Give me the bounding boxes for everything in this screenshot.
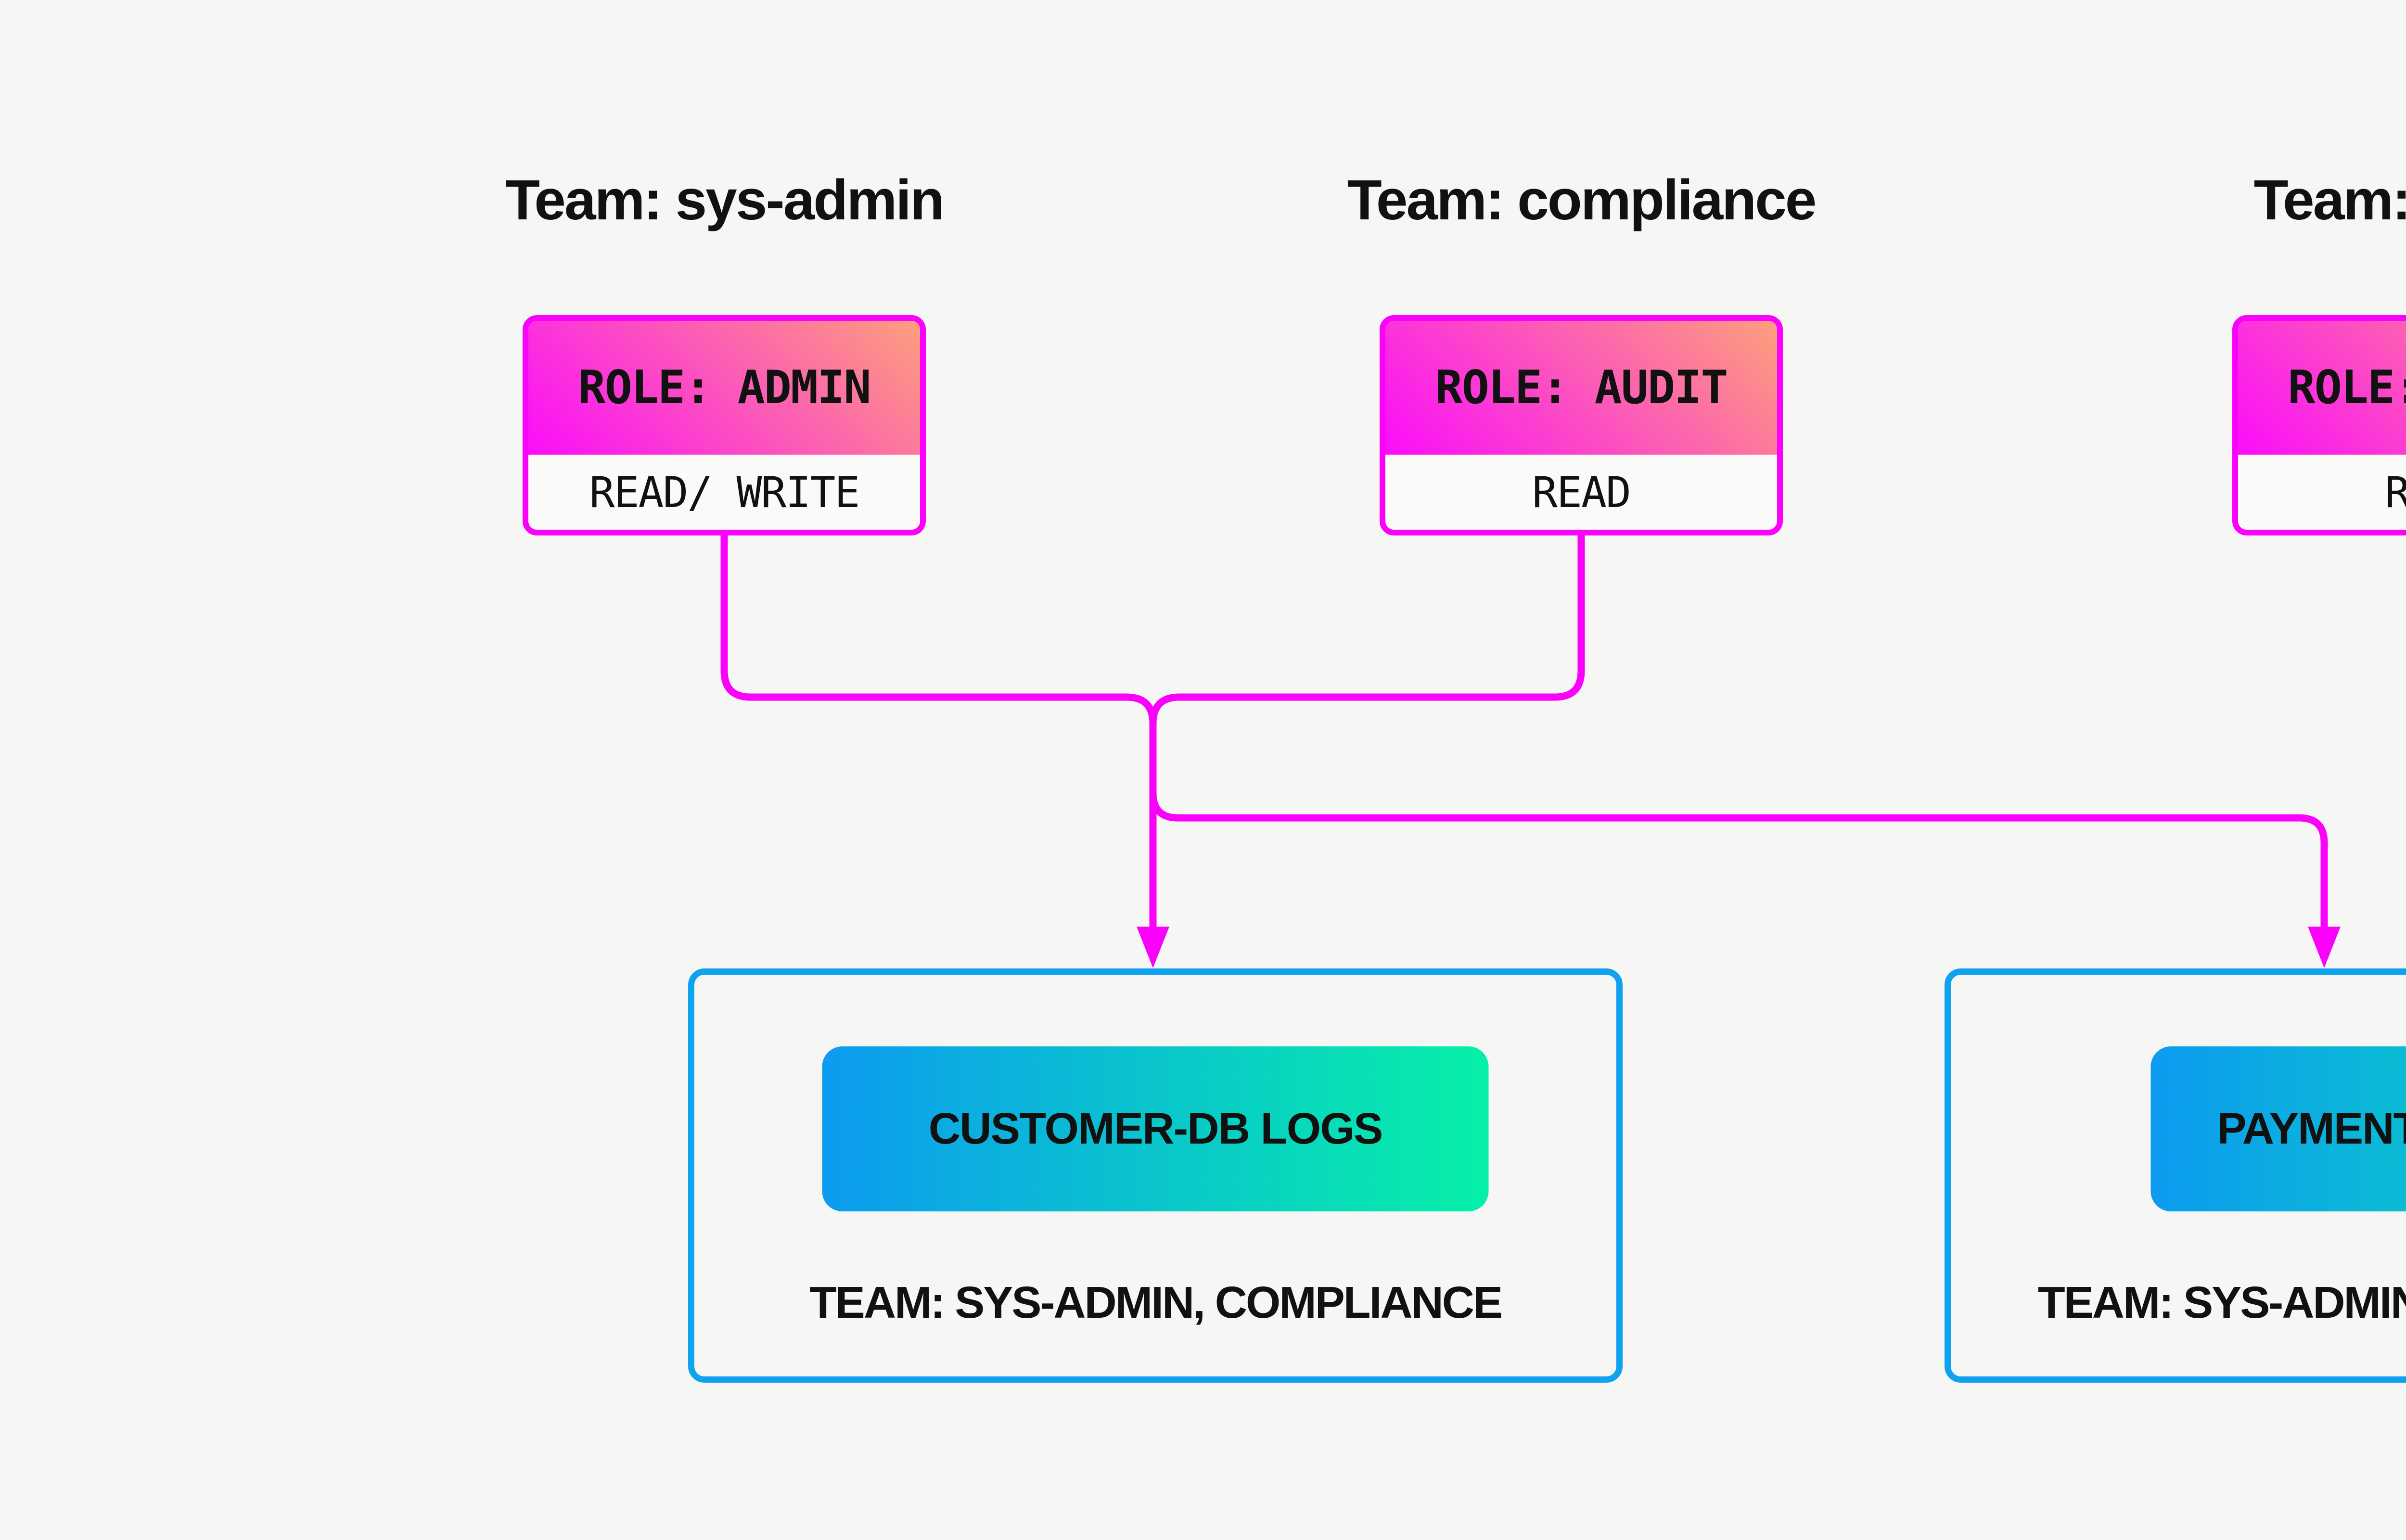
team-label-devops: Team: devops bbox=[2253, 168, 2406, 232]
resource-teams-list: TEAM: SYS-ADMIN, COMPLIANCE, DEVOPS bbox=[2037, 1277, 2406, 1327]
resource-title: PAYMENT-SERVICE LOGS bbox=[2217, 1104, 2406, 1153]
role-card-audit-footer: READ bbox=[1385, 455, 1777, 530]
resource-pill-customer-db-logs: CUSTOMER-DB LOGS bbox=[822, 1046, 1489, 1211]
role-access-level: READ bbox=[1532, 467, 1631, 517]
role-title: ROLE: ADMIN bbox=[578, 361, 871, 414]
role-card-ci-cd-footer: READ bbox=[2238, 455, 2406, 530]
connector-audit-to-merge bbox=[1149, 535, 1585, 724]
team-label-sys-admin: Team: sys-admin bbox=[505, 168, 945, 232]
role-card-ci-cd: ROLE: CI-CD READ bbox=[2232, 315, 2406, 535]
role-card-audit: ROLE: AUDIT READ bbox=[1380, 315, 1783, 535]
arrowhead-customer-db bbox=[1137, 927, 1169, 968]
role-title: ROLE: AUDIT bbox=[1435, 361, 1728, 414]
connector-admin-to-merge bbox=[720, 535, 1157, 934]
role-card-ci-cd-header: ROLE: CI-CD bbox=[2238, 321, 2406, 455]
resource-pill-payment-service-logs: PAYMENT-SERVICE LOGS bbox=[2150, 1046, 2406, 1211]
role-card-admin-footer: READ/ WRITE bbox=[528, 455, 920, 530]
role-access-level: READ/ WRITE bbox=[589, 467, 860, 517]
resource-box-customer-db-logs: CUSTOMER-DB LOGS TEAM: SYS-ADMIN, COMPLI… bbox=[688, 968, 1623, 1383]
role-card-audit-header: ROLE: AUDIT bbox=[1385, 321, 1777, 455]
resource-title: CUSTOMER-DB LOGS bbox=[928, 1104, 1383, 1153]
role-access-level: READ bbox=[2385, 468, 2406, 517]
role-card-admin: ROLE: ADMIN READ/ WRITE bbox=[523, 315, 926, 535]
connector-merge-branch-to-payment-logs bbox=[1149, 792, 2328, 934]
role-title: ROLE: CI-CD bbox=[2288, 361, 2406, 414]
arrowhead-payment-merge bbox=[2308, 927, 2341, 968]
role-card-admin-header: ROLE: ADMIN bbox=[528, 321, 920, 455]
resource-teams-list: TEAM: SYS-ADMIN, COMPLIANCE bbox=[809, 1277, 1503, 1327]
team-label-compliance: Team: compliance bbox=[1347, 168, 1817, 232]
resource-box-payment-service-logs: PAYMENT-SERVICE LOGS TEAM: SYS-ADMIN, CO… bbox=[1945, 968, 2406, 1383]
